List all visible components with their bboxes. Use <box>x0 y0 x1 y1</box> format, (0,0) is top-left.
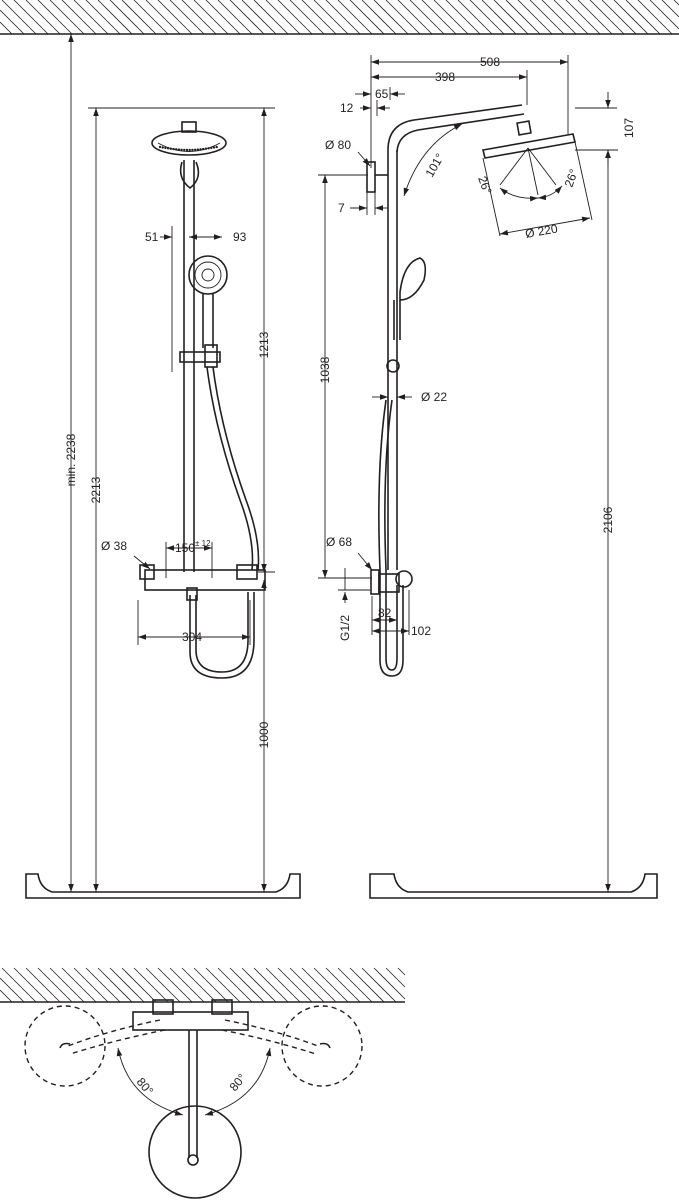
floor-right <box>369 873 658 899</box>
front-view <box>139 121 266 679</box>
thermostat-mixer <box>144 569 266 591</box>
swivel-circle-left <box>24 1005 106 1087</box>
dim-diameter-220: Ø 220 <box>524 221 559 241</box>
dim-508: 508 <box>480 55 500 69</box>
dim-min-2238: min. 2238 <box>64 433 78 486</box>
dim-1213: 1213 <box>257 331 271 358</box>
slide-holder <box>179 351 221 363</box>
dim-diameter-22: Ø 22 <box>421 390 447 404</box>
overhead-shower-head <box>151 130 227 156</box>
dim-12: 12 <box>340 101 354 115</box>
hand-shower <box>188 255 228 295</box>
side-view <box>366 104 593 677</box>
dim-107: 107 <box>622 118 636 138</box>
dim-diameter-38: Ø 38 <box>101 539 127 553</box>
ceiling-top <box>0 0 679 35</box>
dim-65: 65 <box>375 87 389 101</box>
dim-304: 304 <box>182 630 202 644</box>
dim-102: 102 <box>411 624 431 638</box>
dim-51: 51 <box>145 230 159 244</box>
dim-swivel-right: 80° <box>227 1071 250 1094</box>
head-circle-bottom <box>148 1105 242 1199</box>
dim-swivel-left: 80° <box>134 1075 157 1098</box>
dim-2213: 2213 <box>89 476 103 503</box>
dim-7: 7 <box>338 201 345 215</box>
dim-g-half: G1/2 <box>338 615 352 641</box>
floor-left <box>25 873 301 899</box>
dim-150: 150 <box>175 541 195 555</box>
head-connector <box>181 121 197 133</box>
dim-82: 82 <box>378 606 392 620</box>
dim-1000: 1000 <box>257 721 271 748</box>
dim-1038: 1038 <box>318 356 332 383</box>
dim-398: 398 <box>435 70 455 84</box>
dim-tilt-right: 26° <box>562 167 581 189</box>
dim-93: 93 <box>233 230 247 244</box>
dim-150-tolerance: ± 12 <box>195 539 211 548</box>
top-view <box>0 967 406 1199</box>
mixer-top-view <box>132 1011 249 1031</box>
hand-shower-side <box>399 257 427 301</box>
dim-angle-101: 101° <box>422 151 447 180</box>
wall-bracket-front <box>179 161 200 190</box>
dim-diameter-68: Ø 68 <box>326 535 352 549</box>
dim-tilt-left: 26° <box>475 174 494 196</box>
front-dimensions <box>68 34 275 892</box>
dim-2106: 2106 <box>601 506 615 533</box>
dim-diameter-80: Ø 80 <box>325 138 351 152</box>
swivel-circle-right <box>281 1005 363 1087</box>
side-dimensions <box>318 55 618 892</box>
